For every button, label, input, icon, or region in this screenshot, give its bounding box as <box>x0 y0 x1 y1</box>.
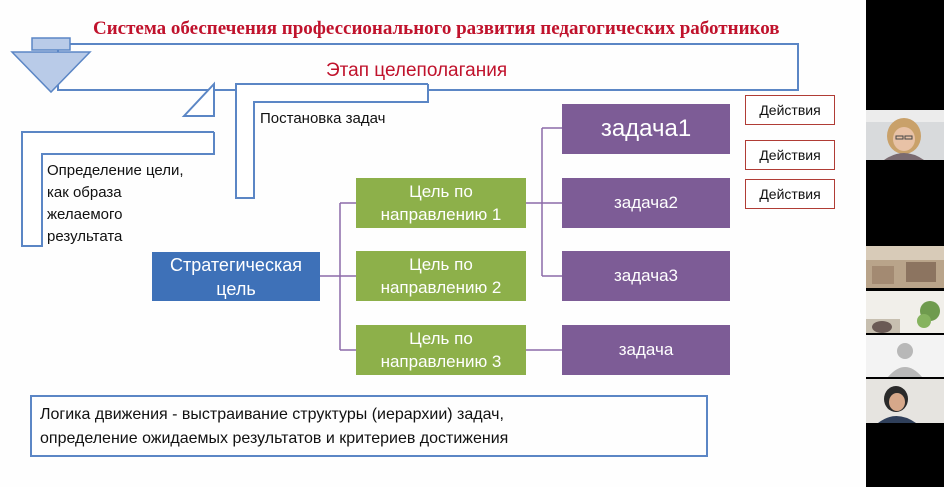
participant-tile-5[interactable] <box>866 379 944 423</box>
goal-box-3: Цель по направлению 3 <box>356 325 526 375</box>
action-box-3: Действия <box>745 179 835 209</box>
participant-tile-3[interactable] <box>866 291 944 333</box>
strategic-goal-box: Стратегическая цель <box>152 252 320 301</box>
task-box-1: задача1 <box>562 104 730 154</box>
top-arrow-shaft <box>31 37 71 51</box>
tasks-label: Постановка задач <box>260 110 386 127</box>
logic-text-box: Логика движения - выстраивание структуры… <box>30 395 708 457</box>
goal-box-2: Цель по направлению 2 <box>356 251 526 301</box>
participant-tile-4[interactable] <box>866 335 944 377</box>
participant-tile-1[interactable] <box>866 110 944 160</box>
woman-with-glasses-avatar <box>866 110 944 160</box>
task-box-2: задача2 <box>562 178 730 228</box>
slide-title: Система обеспечения профессионального ра… <box>93 18 780 39</box>
down-arrow-icon <box>10 51 92 94</box>
goal-definition-label: Определение цели, как образа желаемого р… <box>47 162 184 245</box>
connector-lines <box>320 127 562 351</box>
tasks-bracket <box>235 83 429 199</box>
participant-tile-2[interactable] <box>866 246 944 288</box>
action-box-2: Действия <box>745 140 835 170</box>
task-box-3: задача3 <box>562 251 730 301</box>
stage-title: Этап целеполагания <box>326 60 508 81</box>
woman-with-dark-hair-avatar <box>866 379 944 423</box>
goal-box-1: Цель по направлению 1 <box>356 178 526 228</box>
presentation-slide: Система обеспечения профессионального ра… <box>0 0 866 487</box>
room-with-plant-avatar <box>866 291 944 333</box>
stage-arrows-graphic <box>10 37 799 351</box>
default-user-icon <box>866 335 944 377</box>
mid-arrow-tip <box>181 81 215 117</box>
action-box-1: Действия <box>745 95 835 125</box>
task-box-4: задача <box>562 325 730 375</box>
goal-definition-bracket <box>21 131 215 247</box>
room-video-avatar <box>866 246 944 288</box>
